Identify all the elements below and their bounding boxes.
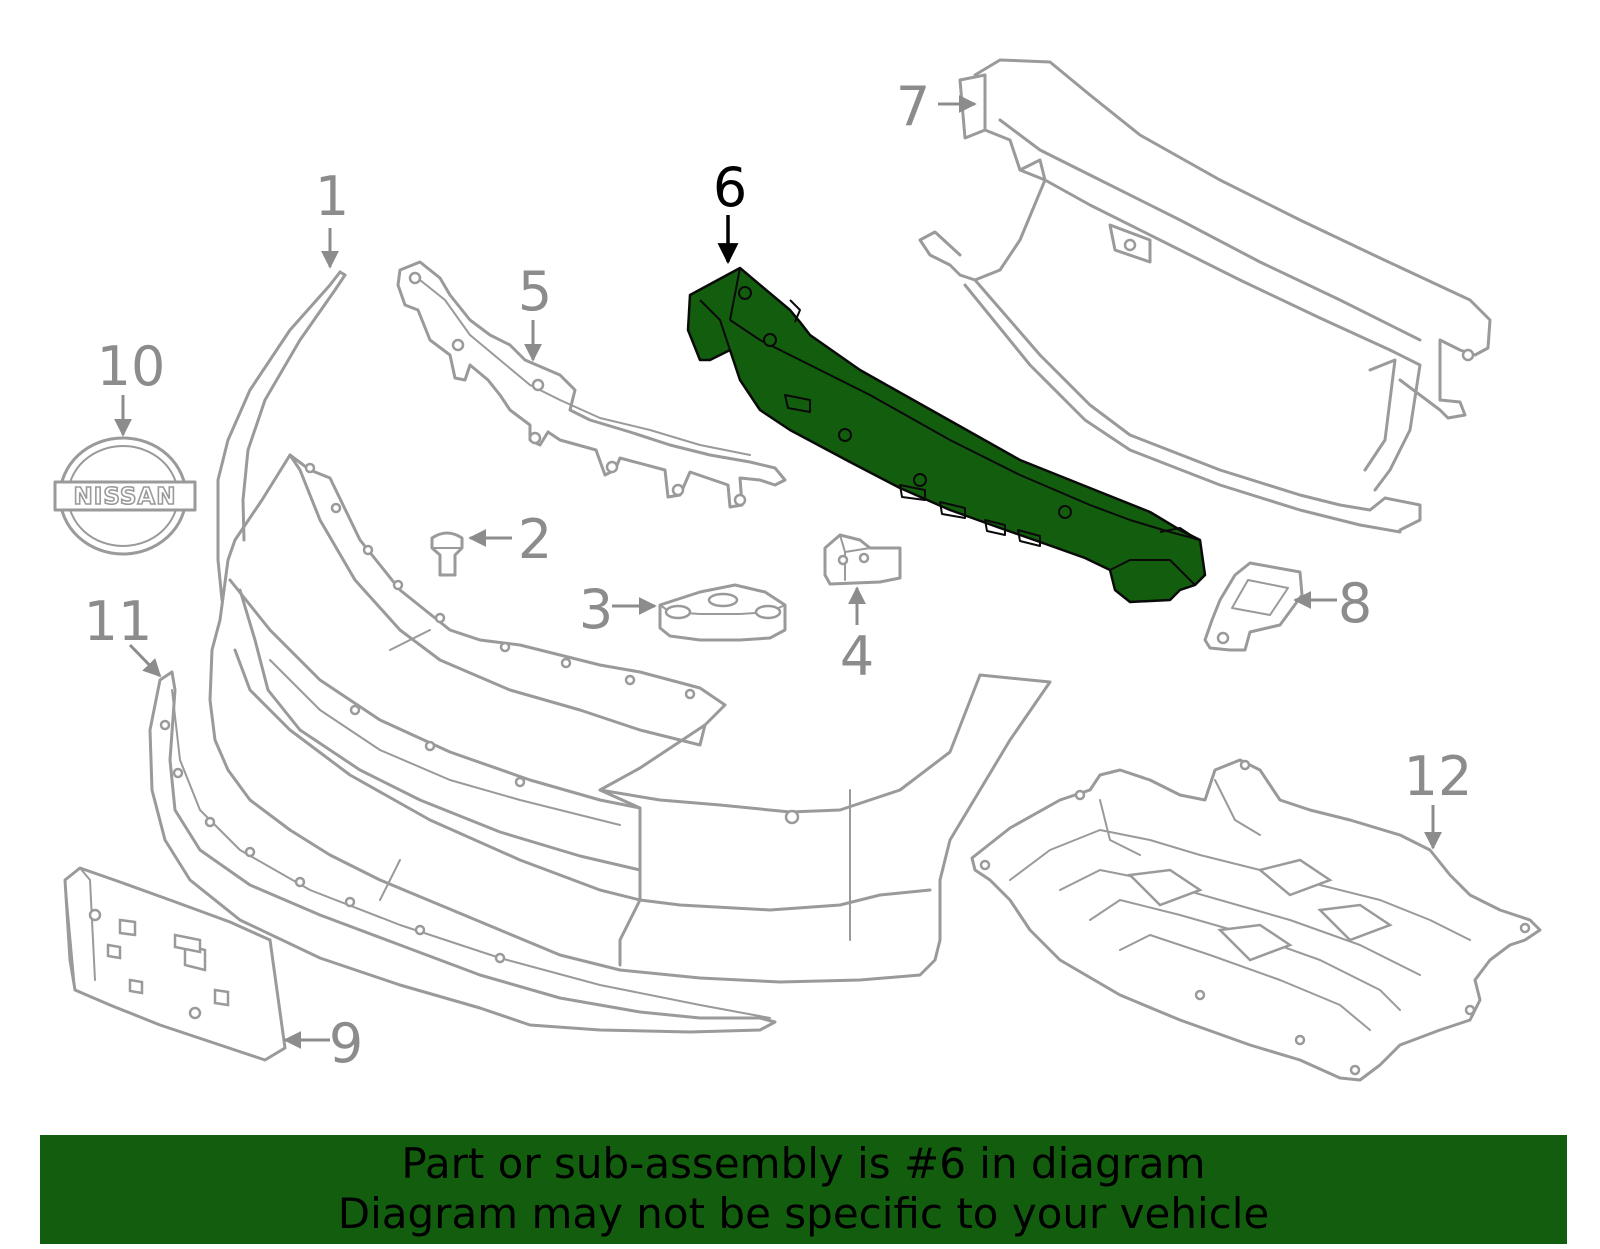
undercover-part-12 xyxy=(970,758,1542,1082)
callout-labels: 1 2 3 4 5 6 7 8 9 10 11 12 xyxy=(84,75,1473,1075)
radiator-support-part-7 xyxy=(918,58,1492,534)
callout-1: 1 xyxy=(315,165,349,228)
sensor-bracket-part-8 xyxy=(1203,561,1304,652)
callout-2: 2 xyxy=(518,508,552,571)
bumper-bracket-part-5 xyxy=(396,260,787,509)
callout-12: 12 xyxy=(1404,745,1473,808)
callout-4: 4 xyxy=(840,625,874,688)
bumper-cover xyxy=(208,453,1052,984)
bracket-part-3 xyxy=(658,583,787,642)
info-banner: Part or sub-assembly is #6 in diagram Di… xyxy=(40,1135,1567,1244)
callout-11: 11 xyxy=(84,590,153,653)
emblem-text: NISSAN xyxy=(74,484,177,510)
callout-3: 3 xyxy=(579,578,613,641)
callout-5: 5 xyxy=(518,260,552,323)
banner-line-2: Diagram may not be specific to your vehi… xyxy=(337,1189,1270,1238)
callout-8: 8 xyxy=(1338,572,1372,635)
callout-arrows xyxy=(114,95,1442,1049)
callout-10: 10 xyxy=(97,335,166,398)
callout-6: 6 xyxy=(713,156,747,219)
arrow-11 xyxy=(128,643,162,678)
clip-part-2 xyxy=(430,531,464,577)
bracket-part-4 xyxy=(823,533,902,586)
license-plate-bracket-part-9 xyxy=(63,866,287,1062)
callout-7: 7 xyxy=(896,75,930,138)
lower-spoiler-part-11 xyxy=(148,670,777,1034)
trim-strip-part-1 xyxy=(216,270,347,602)
bumper-reinforcement-part-6 xyxy=(686,266,1207,604)
banner-line-1: Part or sub-assembly is #6 in diagram xyxy=(401,1139,1206,1188)
nissan-emblem-part-10: NISSAN xyxy=(53,436,197,556)
callout-9: 9 xyxy=(329,1012,363,1075)
